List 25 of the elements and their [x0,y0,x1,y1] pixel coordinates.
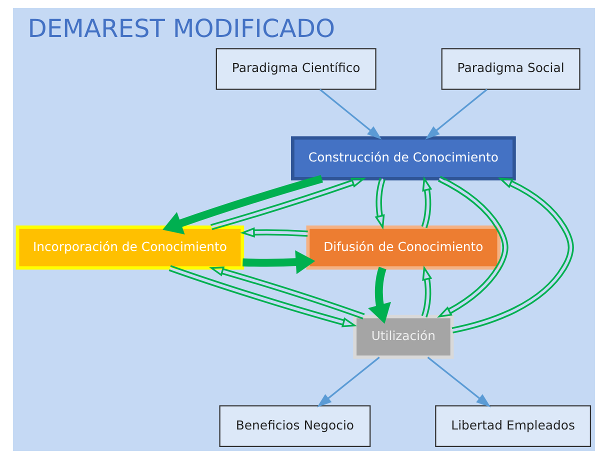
arrow [168,265,357,328]
arrow [374,178,386,230]
node-box: Incorporación de Conocimiento [16,226,244,270]
node-box: Construcción de Conocimiento [291,136,516,180]
arrow [316,356,380,408]
arrow [319,88,382,140]
arrow [421,266,432,318]
arrow [210,178,366,230]
arrow [421,176,432,228]
arrow [240,227,308,238]
arrow [437,176,508,318]
arrow [452,178,574,334]
node-box: Difusión de Conocimiento [306,226,501,270]
node-box: Utilización [353,314,454,359]
arrow [162,174,324,234]
diagram-title: DEMAREST MODIFICADO [28,14,336,43]
node-box: Paradigma Social [441,48,580,90]
arrow [427,356,491,408]
node-box: Libertad Empleados [435,405,592,448]
node-box: Beneficios Negocio [219,405,371,448]
node-box: Paradigma Científico [216,48,376,90]
arrow [242,250,316,274]
arrow [209,266,365,320]
arrow [425,88,488,140]
arrow [368,266,391,324]
